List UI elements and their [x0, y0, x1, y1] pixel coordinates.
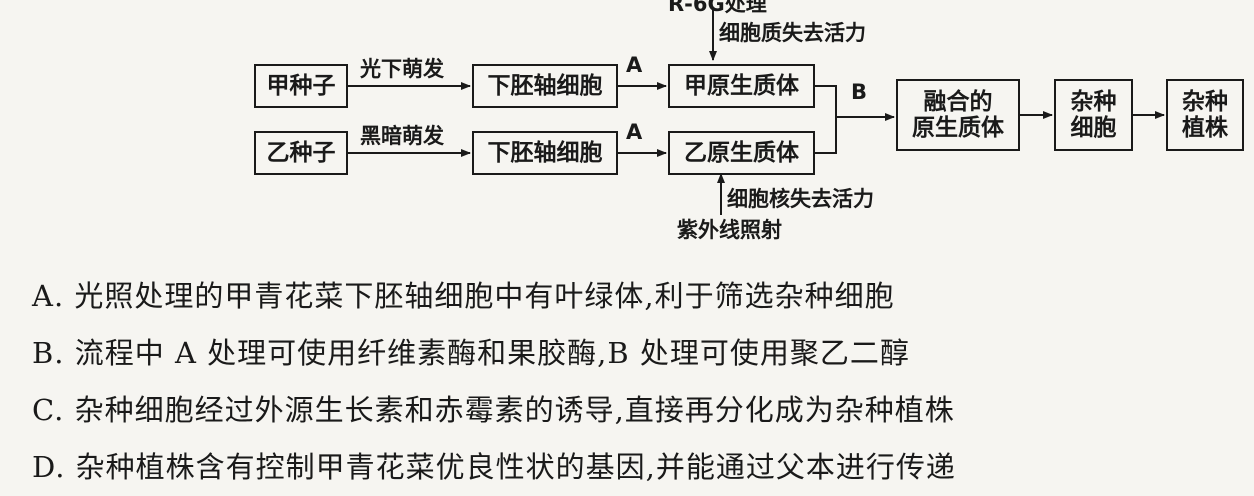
hypocotyl-a-box: 下胚轴细胞: [472, 64, 618, 108]
protoplast-a-box: 甲原生质体: [668, 64, 815, 108]
top-treatment-label: R-6G处理: [668, 0, 767, 16]
bottom-treatment-label: 紫外线照射: [677, 218, 782, 242]
dark-germination-label: 黑暗萌发: [360, 124, 444, 148]
top-effect-label: 细胞质失去活力: [719, 21, 866, 45]
seed-a-box: 甲种子: [254, 64, 348, 108]
protoplast-b-box: 乙原生质体: [668, 131, 815, 175]
bracket-protoplasts: [815, 85, 837, 154]
arrow-layer: [348, 8, 1165, 215]
process-b-label: B: [851, 80, 868, 104]
process-a-label-top: A: [626, 53, 643, 77]
process-a-label-bottom: A: [626, 120, 643, 144]
hybrid-plant-box: 杂种 植株: [1166, 79, 1244, 151]
fused-protoplast-box: 融合的 原生质体: [896, 79, 1020, 151]
flow-diagram: R-6G处理 细胞质失去活力 甲种子 乙种子 光下萌发 黑暗萌发 下胚轴细胞 下…: [254, 0, 1244, 242]
hybrid-cell-box: 杂种 细胞: [1054, 79, 1133, 151]
option-d[interactable]: D. 杂种植株含有控制甲青花菜优良性状的基因,并能通过父本进行传递: [32, 450, 956, 484]
option-b[interactable]: B. 流程中 A 处理可使用纤维素酶和果胶酶,B 处理可使用聚乙二醇: [32, 336, 910, 370]
answer-options: A. 光照处理的甲青花菜下胚轴细胞中有叶绿体,利于筛选杂种细胞 B. 流程中 A…: [32, 268, 956, 496]
bottom-effect-label: 细胞核失去活力: [727, 187, 874, 211]
hypocotyl-b-box: 下胚轴细胞: [472, 131, 618, 175]
option-a[interactable]: A. 光照处理的甲青花菜下胚轴细胞中有叶绿体,利于筛选杂种细胞: [32, 279, 895, 313]
light-germination-label: 光下萌发: [360, 57, 444, 81]
seed-b-box: 乙种子: [254, 131, 348, 175]
option-c[interactable]: C. 杂种细胞经过外源生长素和赤霉素的诱导,直接再分化成为杂种植株: [32, 393, 955, 427]
